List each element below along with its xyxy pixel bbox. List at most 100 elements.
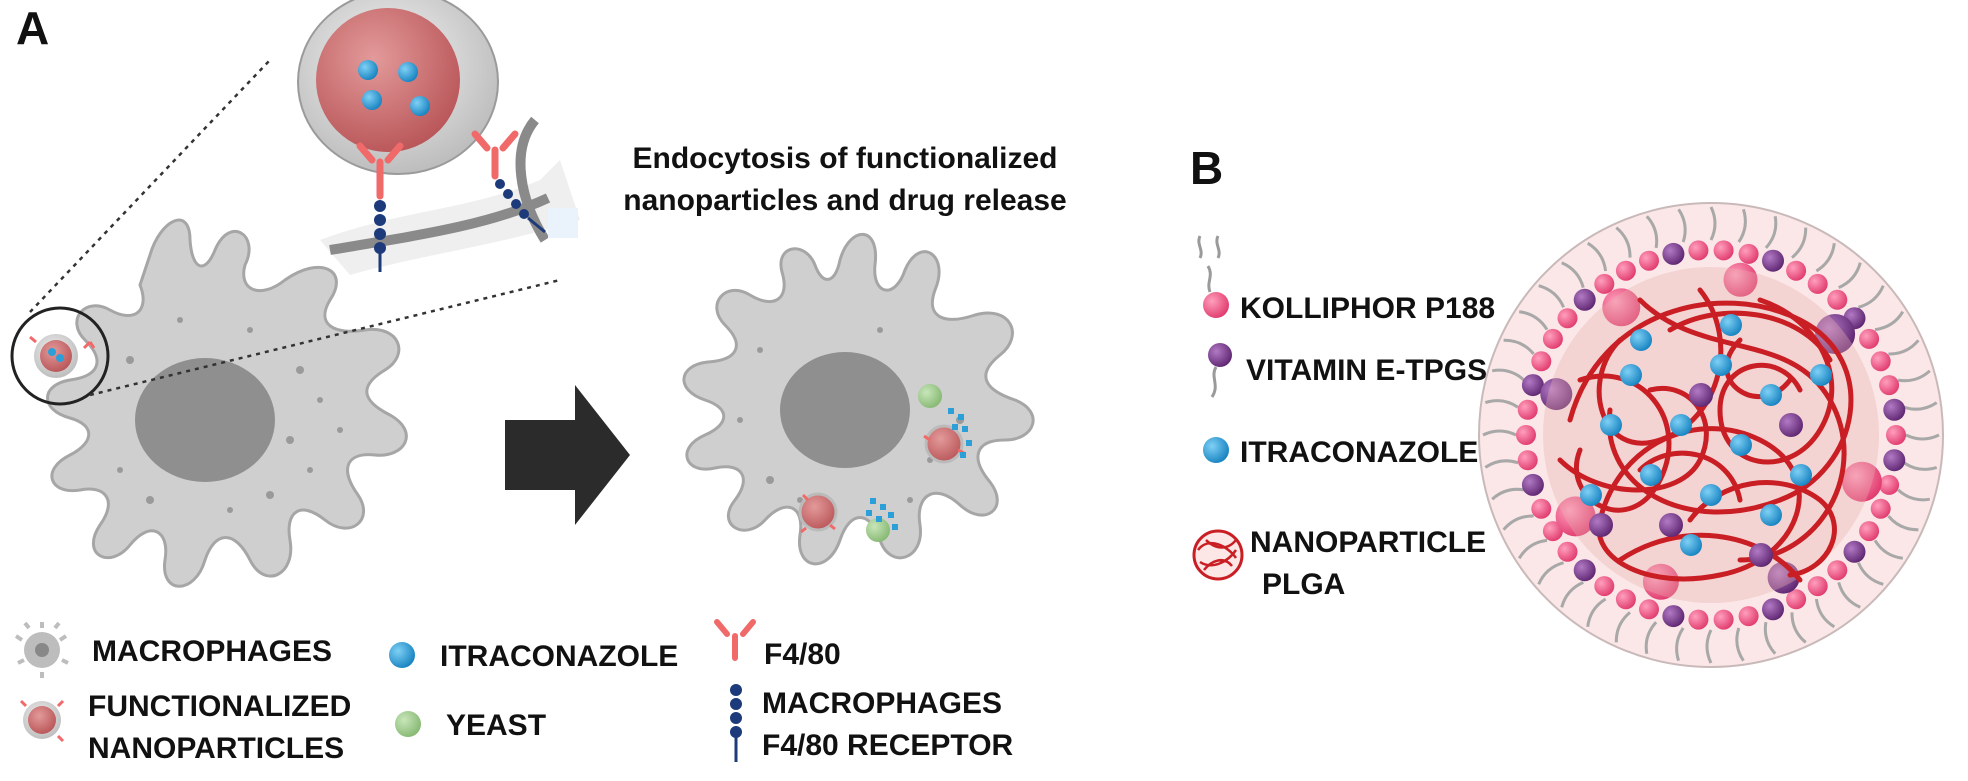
vitamin-bead (1659, 513, 1683, 537)
polymer-tail (1857, 562, 1884, 586)
polymer-tail (1560, 581, 1584, 608)
legend-macrophages-label: MACROPHAGES (92, 635, 332, 668)
polymer-tail (1791, 227, 1808, 259)
nanoparticle-structure (1478, 202, 1944, 668)
macrophage-cell-right (682, 232, 1035, 566)
kolliphor-bead (1517, 399, 1538, 420)
polymer-tail (1815, 242, 1836, 273)
plga-core (1543, 267, 1879, 603)
polymer-tail (1887, 515, 1919, 532)
itraconazole-molecule (1670, 414, 1692, 436)
kolliphor-bead (1723, 262, 1758, 297)
legend-functionalized-line1: FUNCTIONALIZED (88, 690, 351, 723)
kolliphor-bead (1870, 351, 1891, 372)
polymer-tail (1586, 241, 1608, 272)
kolliphor-bead (1555, 496, 1596, 537)
itraconazole-legend-icon-b (1203, 437, 1229, 463)
itraconazole-molecule (1720, 314, 1742, 336)
polymer-tail (1903, 401, 1938, 411)
kolliphor-bead (1738, 243, 1759, 264)
internalized-nanoparticle (798, 492, 838, 532)
itraconazole-legend-icon (389, 642, 415, 668)
vitamin-bead (1573, 559, 1596, 582)
polymer-tail (1764, 215, 1778, 249)
vitamin-bead (1589, 513, 1613, 537)
yeast-icon (918, 384, 942, 408)
kolliphor-bead (1542, 328, 1563, 349)
polymer-tail (1903, 461, 1938, 471)
panel-b-label: B (1190, 142, 1223, 194)
itraconazole-molecule (1620, 364, 1642, 386)
process-arrow (505, 385, 630, 525)
kolliphor-bead (1786, 589, 1807, 610)
itraconazole-icon (362, 90, 382, 110)
kolliphor-bead (1639, 599, 1659, 620)
kolliphor-bead (1517, 450, 1538, 471)
kolliphor-bead (1602, 288, 1641, 327)
legend-a: MACROPHAGES FUNCTIONALIZED NANOPARTICLES… (14, 619, 1014, 765)
legend-kolliphor-label: KOLLIPHOR P188 (1240, 292, 1495, 325)
polymer-tail (1737, 208, 1747, 243)
f480-antibody-legend-icon (714, 619, 756, 661)
kolliphor-legend-icon (1197, 235, 1229, 318)
polymer-tail (1873, 539, 1904, 560)
itraconazole-molecule (1640, 464, 1662, 486)
kolliphor-bead (1886, 425, 1906, 445)
polymer-tail (1484, 459, 1519, 469)
itraconazole-icon (358, 60, 378, 80)
yeast-legend-icon (395, 711, 421, 737)
vitamin-bead (1521, 374, 1544, 397)
caption-line-1: Endocytosis of functionalized (632, 142, 1057, 175)
vitamin-bead (1815, 314, 1856, 354)
itraconazole-molecule (1760, 504, 1782, 526)
kolliphor-bead (1557, 541, 1578, 562)
polymer-tail (1857, 285, 1885, 309)
polymer-tail (1837, 581, 1861, 609)
kolliphor-bead (1639, 250, 1659, 271)
kolliphor-bead (1879, 375, 1900, 396)
kolliphor-bead (1531, 498, 1552, 519)
itraconazole-icon (398, 62, 418, 82)
polymer-tail (1517, 538, 1548, 560)
legend-b: KOLLIPHOR P188 VITAMIN E-TPGS ITRACONAZO… (1192, 235, 1495, 601)
plga-legend-icon (1192, 529, 1244, 581)
polymer-tail (1537, 561, 1565, 585)
yeast-icon (866, 518, 890, 542)
itraconazole-molecule (1810, 364, 1832, 386)
polymer-tail (1790, 612, 1807, 644)
polymer-tail (1763, 621, 1777, 655)
polymer-tail (1503, 338, 1535, 355)
vitamin-bead (1540, 378, 1573, 411)
polymer-tail (1644, 621, 1658, 655)
itraconazole-molecule (1710, 354, 1732, 376)
itraconazole-molecule (1680, 534, 1702, 556)
polymer-tail (1735, 627, 1745, 662)
polymer-tail (1502, 514, 1534, 531)
kolliphor-bead (1531, 351, 1552, 372)
kolliphor-bead (1557, 308, 1578, 329)
vitamin-bead (1749, 543, 1773, 567)
vitamin-legend-icon (1208, 343, 1232, 398)
polymer-tail (1709, 206, 1717, 241)
panel-a-label: A (16, 2, 49, 54)
itraconazole-molecule (1600, 414, 1622, 436)
kolliphor-bead (1688, 609, 1709, 630)
polymer-tail (1484, 399, 1519, 409)
kolliphor-bead (1713, 240, 1734, 261)
kolliphor-bead (1807, 576, 1828, 597)
vitamin-bead (1689, 383, 1713, 407)
kolliphor-bead (1615, 260, 1636, 281)
kolliphor-bead (1786, 260, 1807, 281)
polymer-tails (1482, 206, 1940, 664)
polymer-tail (1518, 310, 1549, 331)
polymer-tail (1677, 208, 1687, 243)
macrophage-legend-icon (14, 621, 69, 678)
kolliphor-bead (1615, 589, 1636, 610)
vitamin-bead (1521, 473, 1544, 496)
vitamin-bead (1843, 540, 1866, 563)
itraconazole-molecule (1790, 464, 1812, 486)
legend-functionalized-line2: NANOPARTICLES (88, 732, 344, 765)
polymer-tail (1561, 261, 1585, 289)
functionalized-nanoparticle-legend-icon (19, 699, 65, 743)
kolliphor-bead (1827, 560, 1848, 581)
